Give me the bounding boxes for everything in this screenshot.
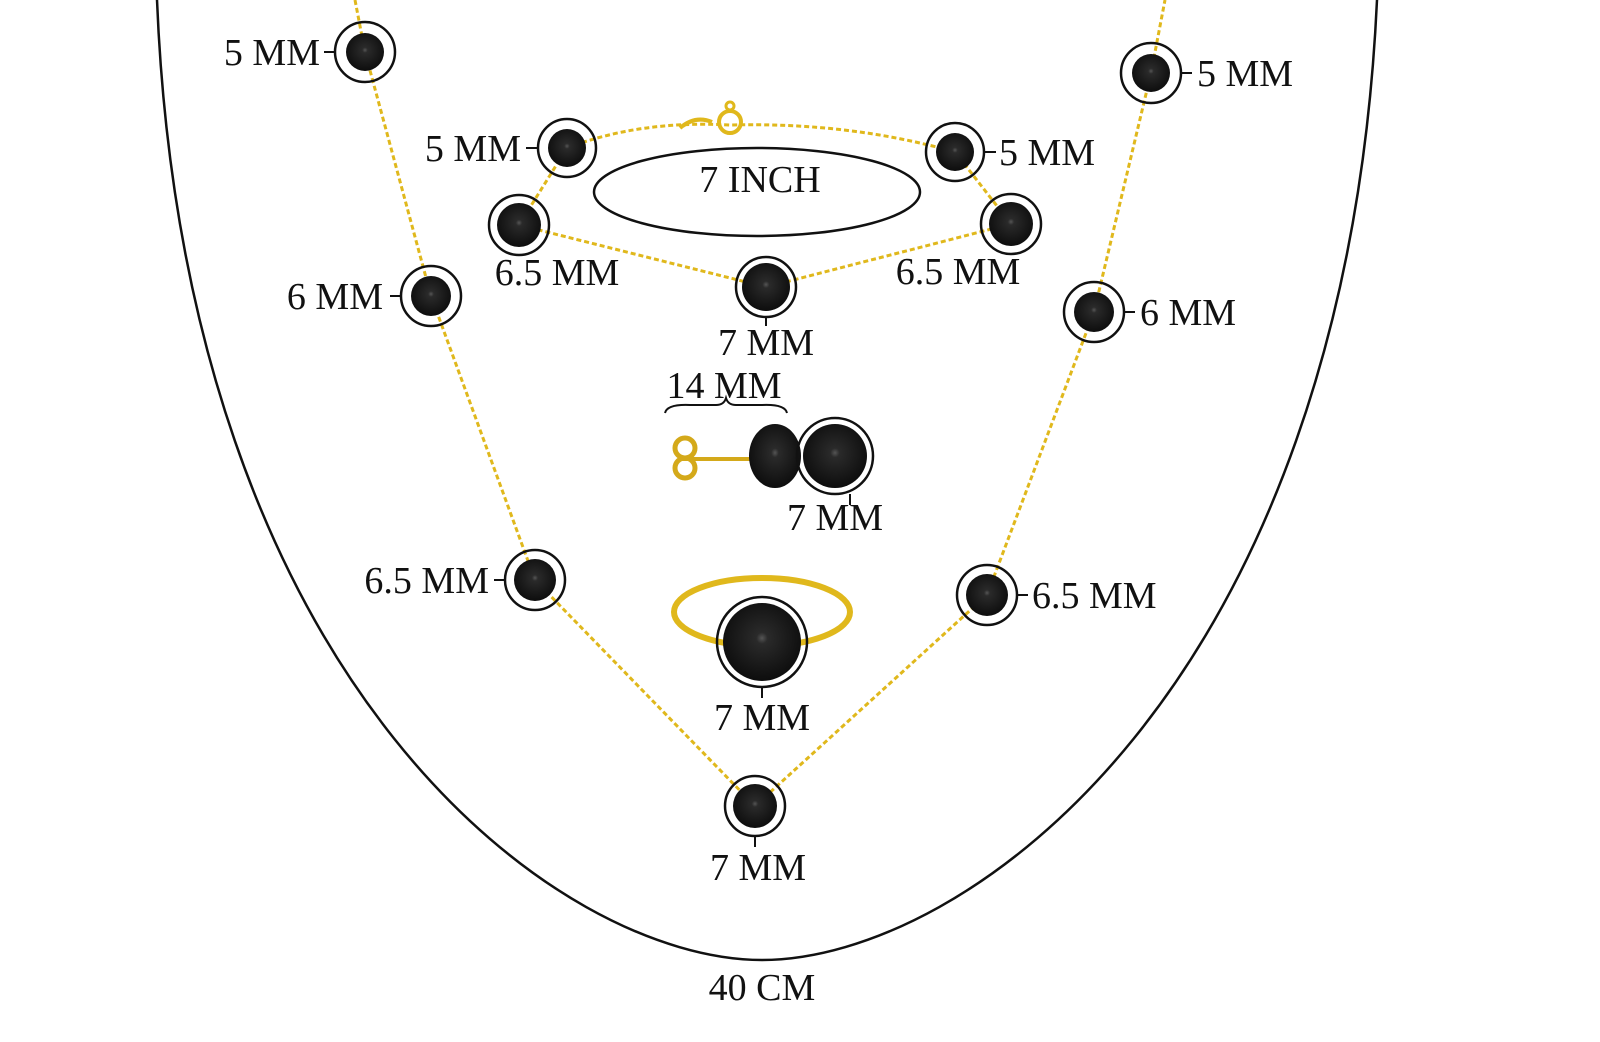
svg-text:7 MM: 7 MM bbox=[710, 847, 806, 889]
earring: 14 MM 7 MM bbox=[664, 365, 883, 539]
svg-text:6 MM: 6 MM bbox=[1140, 292, 1236, 334]
necklace-pearl: 5 MM bbox=[224, 20, 397, 84]
svg-text:7 MM: 7 MM bbox=[718, 322, 814, 364]
bracelet-length-label: 7 INCH bbox=[699, 159, 820, 201]
bracelet-pearl: 6.5 MM bbox=[896, 192, 1043, 293]
bracelet-pearl: 5 MM bbox=[924, 121, 1095, 183]
svg-text:6.5 MM: 6.5 MM bbox=[1032, 575, 1157, 617]
bracelet-pearl: 7 MM bbox=[718, 255, 814, 364]
bracelet-clasp-icon bbox=[678, 100, 743, 135]
necklace-pearl: 7 MM bbox=[710, 774, 806, 889]
svg-text:6.5 MM: 6.5 MM bbox=[495, 252, 620, 294]
ring: 7 MM bbox=[671, 575, 853, 739]
necklace-length-label: 40 CM bbox=[709, 967, 816, 1009]
necklace-pearl: 6.5 MM bbox=[955, 563, 1157, 627]
bracelet-length-ellipse bbox=[592, 146, 922, 238]
svg-text:5 MM: 5 MM bbox=[425, 128, 521, 170]
svg-text:5 MM: 5 MM bbox=[224, 32, 320, 74]
svg-text:6.5 MM: 6.5 MM bbox=[896, 251, 1021, 293]
svg-text:6.5 MM: 6.5 MM bbox=[364, 560, 489, 602]
necklace-pearl: 5 MM bbox=[1119, 41, 1293, 105]
necklace-pearl: 6.5 MM bbox=[364, 548, 567, 612]
bracelet-pearl: 6.5 MM bbox=[487, 193, 620, 294]
necklace-pearl: 6 MM bbox=[287, 264, 463, 328]
necklace-pearl: 6 MM bbox=[1062, 280, 1236, 344]
svg-text:6 MM: 6 MM bbox=[287, 276, 383, 318]
earring-back-icon bbox=[672, 435, 698, 481]
svg-text:5 MM: 5 MM bbox=[1197, 53, 1293, 95]
svg-text:14 MM: 14 MM bbox=[666, 365, 781, 407]
bracelet-pearl: 5 MM bbox=[425, 117, 598, 179]
neck-outline bbox=[155, 0, 1379, 962]
svg-text:5 MM: 5 MM bbox=[999, 132, 1095, 174]
svg-text:7 MM: 7 MM bbox=[714, 697, 810, 739]
svg-text:7 MM: 7 MM bbox=[787, 497, 883, 539]
